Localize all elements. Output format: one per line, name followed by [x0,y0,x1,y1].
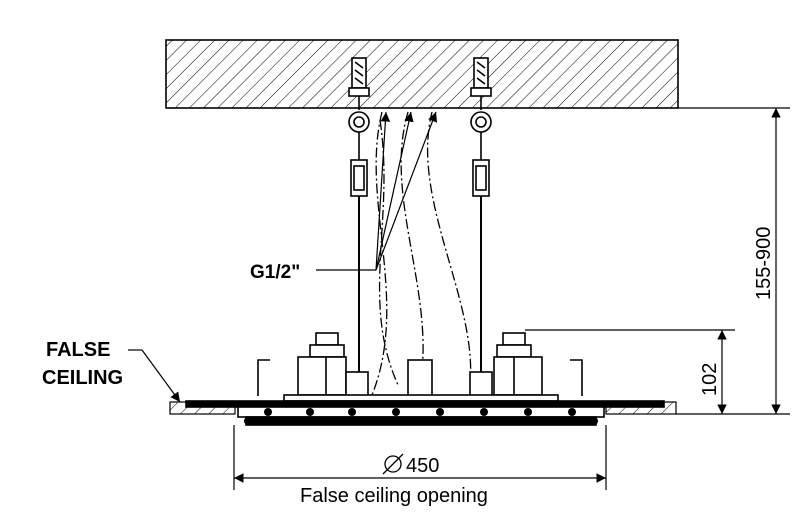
nozzle-row [244,408,598,425]
false-ceiling-leader [128,349,181,403]
body-height-label: 102 [699,363,721,396]
false-ceiling-label-line1: FALSE [46,339,110,361]
suspension-rod-left [348,57,370,372]
flexible-hoses [371,111,472,396]
pipe-thread-leader [316,111,438,271]
shower-body [185,332,665,426]
opening-caption: False ceiling opening [300,485,488,507]
false-ceiling-label-line2: CEILING [42,367,123,389]
diameter-icon [382,453,404,475]
ceiling-slab [165,39,679,109]
suspension-range-dimension [676,107,790,415]
body-height-dimension [525,329,735,414]
suspension-rod-right [470,57,492,372]
pipe-thread-label: G1/2" [250,262,300,283]
suspension-range-label: 155-900 [753,227,775,300]
opening-diameter-dimension [233,425,607,490]
opening-diameter-label: 450 [406,455,439,477]
